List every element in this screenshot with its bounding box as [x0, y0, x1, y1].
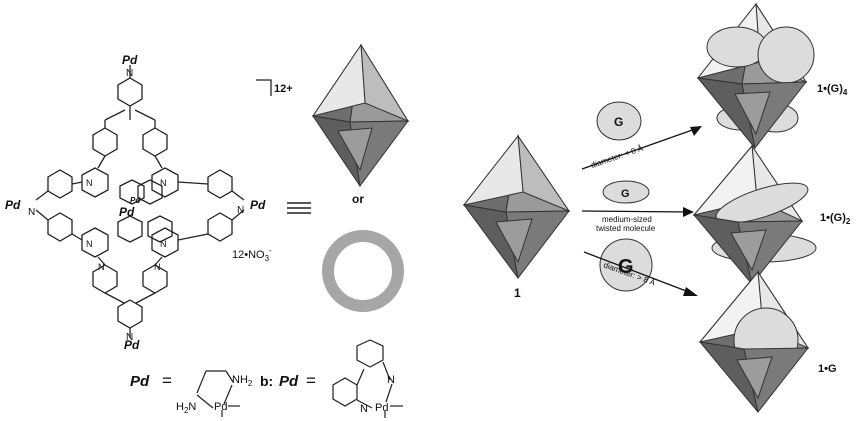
product-1-guest [698, 270, 810, 414]
triazine-ring [81, 167, 109, 198]
pyridine-ring [207, 212, 233, 242]
triazine-ring [151, 167, 179, 198]
n-label: N [160, 239, 167, 249]
nh2-top-label: NH2 [232, 374, 253, 388]
pd-label-bottom: Pd [124, 338, 140, 352]
arrow-mid-text-1: medium-sized [602, 215, 652, 224]
pyridine-ring [117, 215, 143, 243]
pyridine-ring [117, 77, 143, 107]
equals-sign: = [306, 371, 316, 390]
pd-ligand-label: Pd [279, 373, 299, 390]
product-bottom-label: 1•G [818, 363, 837, 375]
triazine-ring [81, 227, 109, 258]
octahedron-model [311, 43, 410, 188]
pd-label-center-a: Pd [130, 196, 141, 205]
product-mid-label: 1•(G)2 [820, 212, 851, 226]
guest-label: G [618, 256, 634, 278]
pyridine-ring [92, 264, 118, 294]
n-label: N [86, 178, 93, 188]
guest-medium: G [602, 180, 650, 204]
counterion-label: 12•NO3- [232, 246, 272, 263]
ring-model [322, 230, 404, 312]
guest-label: G [621, 188, 630, 200]
n-label: N [28, 207, 35, 218]
pyridine-ring [207, 169, 233, 199]
structure-labels: Pd Pd Pd Pd Pd Pd N N N N N N N N N N [5, 53, 266, 352]
pd-metal-label: Pd [214, 401, 227, 413]
pyridine-ring [142, 127, 168, 157]
pd-label-right: Pd [250, 198, 266, 212]
pd-label-top: Pd [122, 53, 138, 67]
n-label: N [154, 262, 161, 272]
guest-small: G [596, 101, 642, 141]
n-label: N [98, 262, 105, 272]
n-label: N [126, 332, 133, 343]
pyridine-ring [147, 215, 173, 243]
cage-1-octahedron [462, 134, 571, 280]
nh2-bottom-label: H2N [176, 401, 196, 415]
charge-bracket [256, 79, 272, 96]
n-label: N [237, 205, 244, 216]
pd-label-center-b: Pd [119, 205, 135, 219]
pd-label-left: Pd [5, 198, 21, 212]
molecular-structure [35, 65, 245, 338]
equivalence-sign [287, 202, 311, 214]
pd-ligand-label: Pd [130, 373, 150, 390]
charge-label: 12+ [274, 83, 293, 95]
n-label: N [86, 239, 93, 249]
pyridine-ring [92, 127, 118, 157]
cage-1-label: 1 [514, 286, 521, 300]
guest-large: G [599, 238, 653, 292]
arrow-mid-text-2: twisted molecule [596, 224, 656, 233]
n-label: N [360, 403, 368, 415]
triazine-ring [151, 227, 179, 258]
pyridine-ring [47, 169, 73, 199]
or-label: or [352, 192, 364, 206]
product-top-label: 1•(G)4 [817, 83, 848, 97]
pyridine-ring [137, 179, 163, 205]
ligand-ethylenediamine: Pd = NH2 H2N Pd [130, 370, 253, 417]
pd-metal-label: Pd [375, 402, 388, 414]
equals-sign: = [162, 371, 172, 390]
pyridine-ring [117, 299, 143, 329]
arrow-top-text: diameter: < 8 Å [590, 143, 645, 169]
pyridine-ring [119, 179, 145, 205]
reaction-arrows [581, 126, 702, 296]
b-label: b: [260, 373, 273, 389]
pyridine-ring [47, 212, 73, 242]
ligand-bipyridine: b: Pd = N N Pd [260, 339, 403, 418]
n-label: N [160, 178, 167, 188]
n-label: N [126, 68, 133, 79]
product-2-guests [692, 144, 817, 286]
product-4-guests [696, 2, 815, 150]
guest-label: G [614, 115, 623, 129]
n-label: N [387, 374, 395, 386]
